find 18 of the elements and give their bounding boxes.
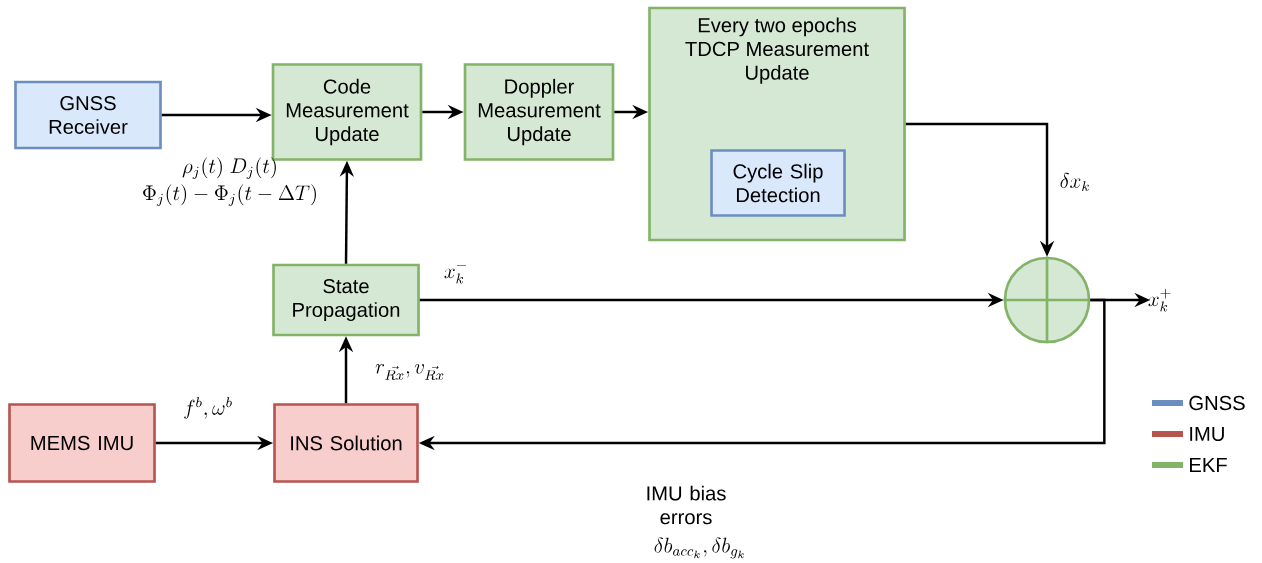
legend-label: GNSS: [1189, 395, 1245, 411]
process-box: Doppler Measurement Update: [463, 63, 615, 161]
process-box: GNSS Receiver: [14, 80, 162, 150]
formula: $\delta b_{acc_k}, \delta b_{g_k}$: [654, 537, 744, 559]
legend-label: EKF: [1190, 458, 1227, 472]
sum-circle: [1002, 255, 1092, 345]
process-box: MEMS IMU: [8, 403, 156, 483]
edge-label: $f^b, \omega^b$: [184, 397, 232, 419]
edge-label: $r_{\vec{Rx}}, v_{\vec{Rx}}$: [375, 364, 444, 381]
process-box: INS Solution: [273, 403, 419, 483]
edge-label: $x_k^+$: [1148, 288, 1171, 312]
edge-label: $x_k^-$: [444, 265, 466, 284]
note-text: IMU bias errors: [647, 485, 726, 525]
formula: $\Phi_j(t)-\Phi_j(t-\Delta T)$: [143, 184, 316, 206]
process-box: State Propagation: [272, 263, 420, 337]
process-box: Cycle Slip Detection: [710, 149, 846, 217]
edge-label: $\delta x_k$: [1060, 172, 1089, 192]
legend-label: IMU: [1190, 426, 1224, 442]
